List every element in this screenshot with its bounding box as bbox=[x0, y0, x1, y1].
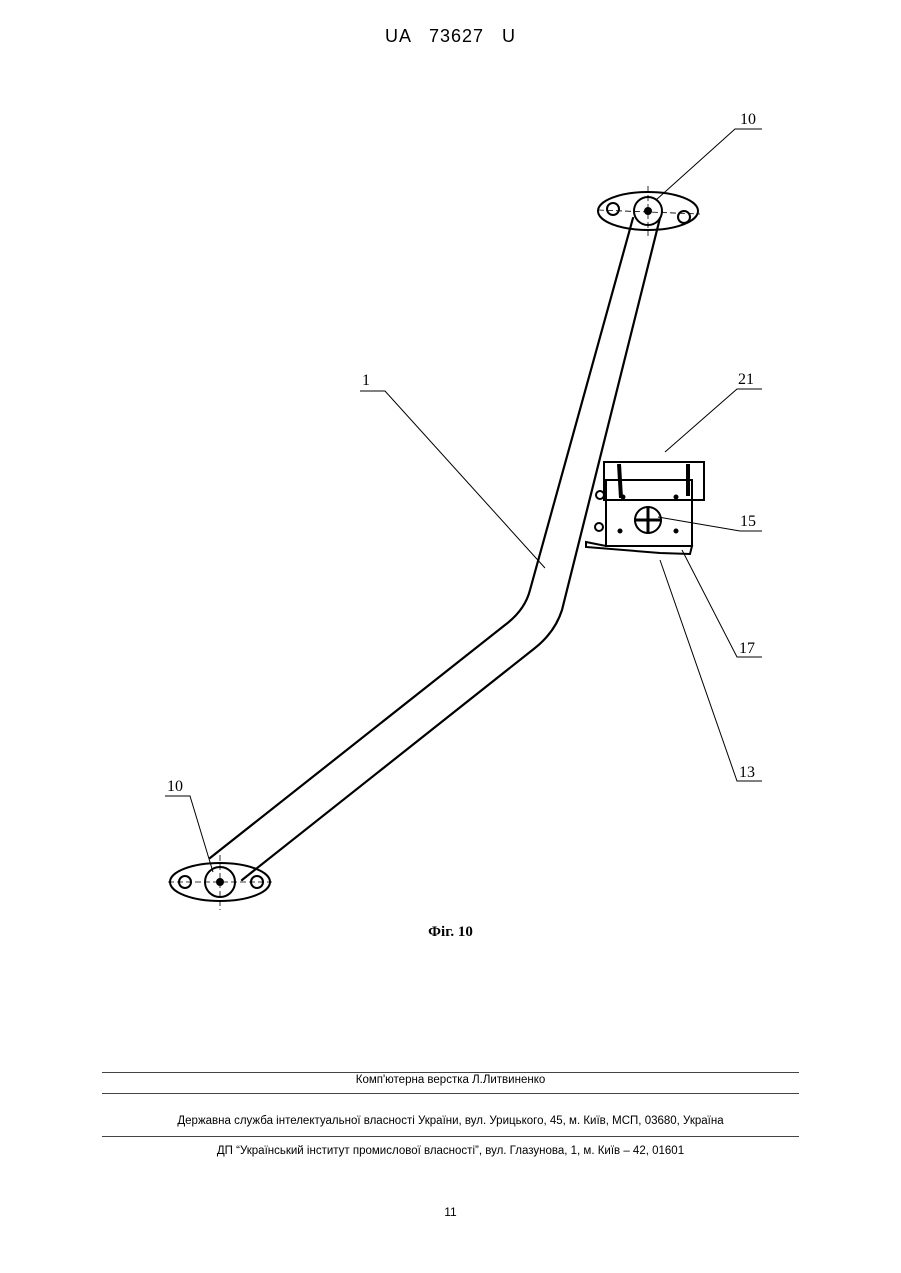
bottom-pivot bbox=[168, 855, 272, 910]
label-screw: 15 bbox=[740, 513, 756, 530]
top-pivot bbox=[598, 186, 700, 236]
label-bracket: 21 bbox=[738, 371, 754, 388]
bracket-assembly bbox=[586, 462, 704, 554]
footer-typesetting: Комп'ютерна верстка Л.Литвиненко bbox=[0, 1074, 901, 1086]
label-arm: 1 bbox=[362, 372, 370, 389]
figure-caption: Фіг. 10 bbox=[0, 924, 901, 941]
label-mount: 13 bbox=[739, 764, 755, 781]
label-pivot-top: 10 bbox=[740, 111, 756, 128]
page-number: 11 bbox=[0, 1205, 901, 1219]
footer-rule-top bbox=[102, 1072, 799, 1073]
arm-outline-left bbox=[210, 218, 633, 858]
technical-drawing: 10 1 21 15 17 13 10 bbox=[0, 0, 901, 1000]
arm-outline-right bbox=[242, 218, 660, 880]
label-plate: 17 bbox=[739, 640, 755, 657]
footer-office: Державна служба інтелектуальної власност… bbox=[0, 1115, 901, 1127]
footer-rule-bottom bbox=[102, 1136, 799, 1137]
footer-institute: ДП “Український інститут промислової вла… bbox=[0, 1145, 901, 1157]
label-pivot-bottom: 10 bbox=[167, 778, 183, 795]
footer-rule-middle bbox=[102, 1093, 799, 1094]
